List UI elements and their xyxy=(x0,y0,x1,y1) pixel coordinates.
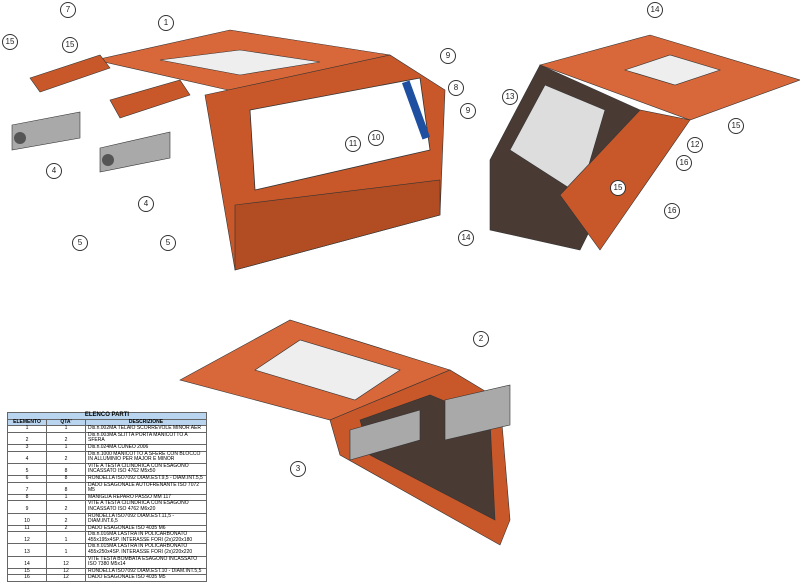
callout-15: 15 xyxy=(2,34,18,50)
callout-15: 15 xyxy=(62,37,78,53)
cell-elemento: 11 xyxy=(7,524,47,533)
frame-view-front xyxy=(11,29,446,271)
cell-elemento: 7 xyxy=(7,481,47,495)
callout-3: 3 xyxy=(290,461,306,477)
cell-qta: 2 xyxy=(46,524,86,533)
callout-5: 5 xyxy=(72,235,88,251)
callout-12: 12 xyxy=(687,137,703,153)
cell-elemento: 13 xyxy=(7,543,47,557)
cell-descrizione: Dis.n.015MA LASTRA IN POLICARBONATO 455x… xyxy=(85,543,207,557)
cell-qta: 1 xyxy=(46,543,86,557)
cell-descrizione: VITE A TESTA CILINDRICA CON ESAGONO INCA… xyxy=(85,500,207,514)
cell-elemento: 10 xyxy=(7,512,47,526)
cell-elemento: 14 xyxy=(7,555,47,569)
frame-view-bottom xyxy=(179,319,511,546)
callout-9: 9 xyxy=(460,103,476,119)
callout-8: 8 xyxy=(448,80,464,96)
cell-elemento: 4 xyxy=(7,450,47,464)
cell-qta: 12 xyxy=(46,555,86,569)
callout-15: 15 xyxy=(728,118,744,134)
cell-elemento: 5 xyxy=(7,462,47,476)
cell-descrizione: DADO ESAGONALE AUTOFRENANTE ISO 7072 M5 xyxy=(85,481,207,495)
cell-qta: 1 xyxy=(46,443,86,452)
callout-10: 10 xyxy=(368,130,384,146)
callout-14: 14 xyxy=(458,230,474,246)
cell-descrizione: Dis.n.1000 MANICOTTO A SFERE CON BLOCCO … xyxy=(85,450,207,464)
cell-elemento: 3 xyxy=(7,443,47,452)
cell-descrizione: VITE TESTA BOMBATA ESAGONO INCASSATO ISO… xyxy=(85,555,207,569)
cell-qta: 1 xyxy=(46,493,86,502)
cell-elemento: 9 xyxy=(7,500,47,514)
callout-13: 13 xyxy=(502,89,518,105)
callout-16: 16 xyxy=(676,155,692,171)
cell-descrizione: VITE A TESTA CILINDRICA CON ESAGONO INCA… xyxy=(85,462,207,476)
cell-qta: 1 xyxy=(46,531,86,545)
callout-15: 15 xyxy=(610,180,626,196)
cell-qta: 8 xyxy=(46,474,86,483)
cell-elemento: 6 xyxy=(7,474,47,483)
cell-descrizione: Dis.n.003MA SLITTA PORTA MANICOTTO A SFE… xyxy=(85,431,207,445)
cell-qta: 8 xyxy=(46,462,86,476)
callout-16: 16 xyxy=(664,203,680,219)
callout-14: 14 xyxy=(647,2,663,18)
cell-qta: 2 xyxy=(46,431,86,445)
cell-qta: 2 xyxy=(46,512,86,526)
parts-list-table: ELENCO PARTI ELEMENTO QTA' DESCRIZIONE 1… xyxy=(7,412,207,582)
callout-4: 4 xyxy=(46,163,62,179)
cell-descrizione: Dis.n.016MA LASTRA IN POLICARBONATO 455x… xyxy=(85,531,207,545)
frame-view-rear xyxy=(489,34,800,251)
callout-4: 4 xyxy=(138,196,154,212)
cell-qta: 2 xyxy=(46,500,86,514)
callout-7: 7 xyxy=(60,2,76,18)
cell-qta: 8 xyxy=(46,481,86,495)
cell-descrizione: RONDELLA ISO7092 DIAM.EST.11,5 - DIAM.IN… xyxy=(85,512,207,526)
callout-9: 9 xyxy=(440,48,456,64)
callout-11: 11 xyxy=(345,136,361,152)
callout-2: 2 xyxy=(473,331,489,347)
cell-elemento: 2 xyxy=(7,431,47,445)
callout-5: 5 xyxy=(160,235,176,251)
callout-1: 1 xyxy=(158,15,174,31)
cell-elemento: 1 xyxy=(7,425,47,433)
cell-qta: 1 xyxy=(46,425,86,433)
cell-elemento: 12 xyxy=(7,531,47,545)
cell-qta: 2 xyxy=(46,450,86,464)
cell-elemento: 8 xyxy=(7,493,47,502)
